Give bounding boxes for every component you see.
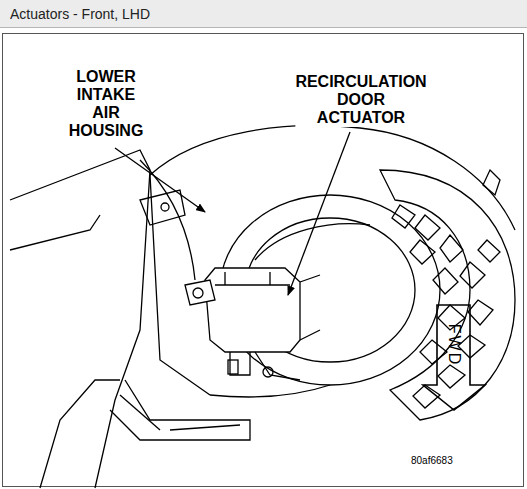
part-label: LOWER INTAKE AIR HOUSING (69, 68, 144, 140)
part-label: RECIRCULATION DOOR ACTUATOR (295, 73, 426, 127)
page-title: Actuators - Front, LHD (10, 6, 150, 22)
figure-id: 80af6683 (411, 455, 453, 467)
direction-label: FWD (446, 324, 462, 366)
